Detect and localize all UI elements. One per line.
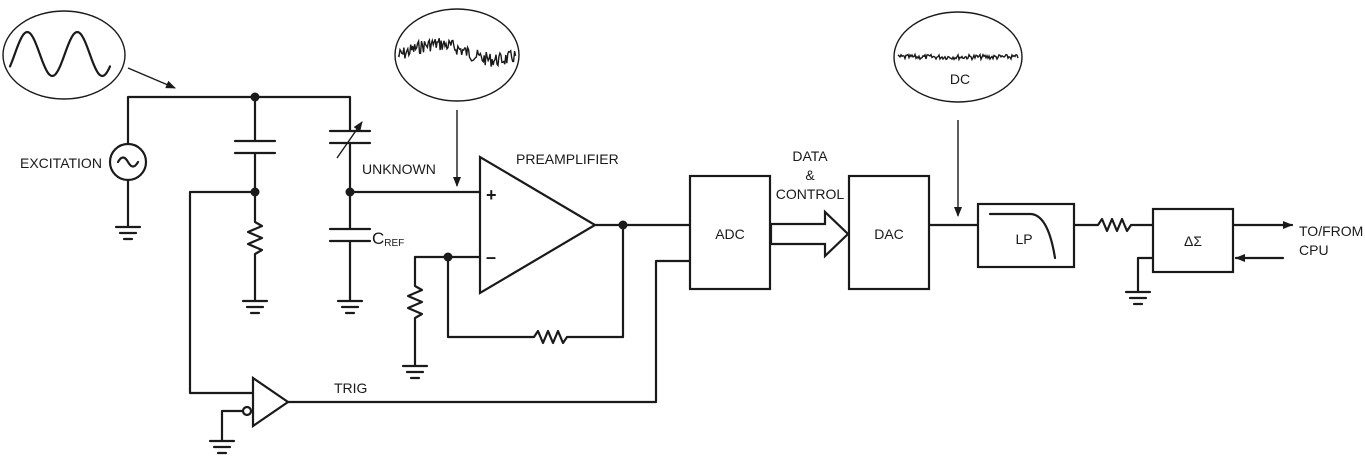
preamplifier: + – PREAMPLIFIER	[401, 151, 692, 380]
excitation-bus-wire	[126, 95, 352, 145]
ground-icon	[114, 225, 142, 241]
excitation-scope	[2, 10, 126, 100]
series-resistor-icon	[1092, 217, 1155, 233]
cref-label: CREF	[372, 229, 404, 249]
reference-leg	[188, 95, 277, 395]
junction-dot	[618, 220, 628, 230]
lowpass-curve-icon	[988, 212, 1057, 260]
dc-label: DC	[950, 71, 970, 87]
data-control-bus-arrow	[769, 209, 850, 259]
cpu-label: CPU	[1299, 242, 1329, 258]
trigger-sense-wire	[188, 190, 257, 395]
inverting-bubble-icon	[241, 405, 253, 417]
excitation-source: EXCITATION	[20, 95, 352, 241]
minus-sign: –	[486, 247, 496, 267]
trigger-comparator: TRIG	[208, 259, 692, 455]
unknown-scope	[394, 8, 520, 102]
junction-dot	[443, 252, 453, 262]
dac-block	[847, 174, 931, 291]
unknown-label: UNKNOWN	[362, 161, 436, 177]
plus-sign: +	[486, 185, 497, 205]
junction-dot	[345, 187, 355, 197]
gain-resistor-icon	[406, 255, 424, 367]
lp-label: LP	[1015, 231, 1032, 247]
excitation-pointer-arrow	[127, 67, 176, 89]
adc-block	[688, 174, 772, 291]
dc-scope: DC	[893, 11, 1023, 103]
sine-waveform	[8, 30, 112, 78]
junction-dot	[250, 187, 260, 197]
ground-icon	[336, 299, 364, 315]
preamplifier-label: PREAMPLIFIER	[516, 151, 619, 167]
noisy-waveform	[397, 37, 517, 68]
ground-icon	[208, 439, 236, 455]
output-chain: LP ΔΣ TO/FROM CPU	[976, 202, 1363, 306]
conversion-chain: ADC DATA & CONTROL DAC	[688, 148, 980, 291]
trig-wire	[286, 259, 692, 404]
ground-icon	[401, 364, 429, 380]
op-amp-icon	[478, 155, 598, 295]
dac-label: DAC	[874, 226, 904, 242]
excitation-label: EXCITATION	[20, 155, 102, 171]
control-label: CONTROL	[776, 186, 845, 202]
amp-label: &	[805, 167, 815, 183]
dc-waveform	[897, 52, 1019, 62]
feedback-resistor-icon	[528, 329, 625, 345]
delta-sigma-label: ΔΣ	[1184, 233, 1202, 249]
trig-label: TRIG	[334, 380, 367, 396]
resistor-icon	[246, 216, 264, 302]
data-label: DATA	[792, 148, 828, 164]
ground-icon	[241, 299, 269, 315]
adc-label: ADC	[715, 226, 745, 242]
unknown-capacitor-leg: UNKNOWN CREF	[328, 121, 482, 315]
junction-dot	[250, 92, 260, 102]
delta-sigma-block	[1151, 207, 1235, 274]
to-from-label: TO/FROM	[1299, 223, 1363, 239]
ground-icon	[1124, 290, 1152, 306]
junction-dots	[250, 92, 628, 262]
comparator-icon	[251, 375, 290, 429]
